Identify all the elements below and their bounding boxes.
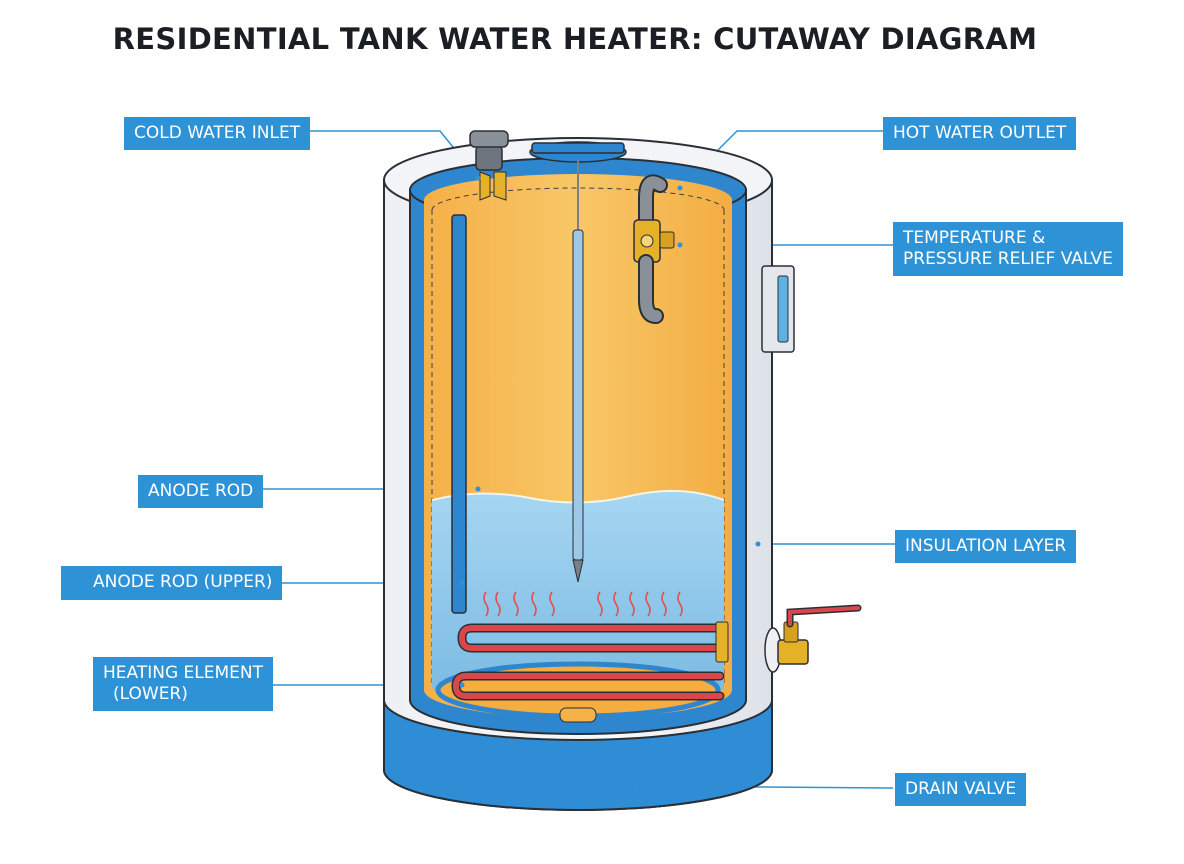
diagram-title: RESIDENTIAL TANK WATER HEATER: CUTAWAY D… [112,22,1038,56]
anode-rod [451,214,467,614]
base-ring [383,699,773,811]
heat-waves [483,591,683,617]
heating-element-lower [451,671,725,701]
valve-icon [764,604,862,673]
cold-water-inlet [469,130,509,201]
label-anode-rod: ANODE ROD [138,475,264,508]
label-hot-water-outlet: HOT WATER OUTLET [883,117,1077,150]
label-drain-valve: DRAIN VALVE [895,773,1027,806]
leader-dots [459,175,761,789]
label-anode-rod-upper: ANODE ROD (UPPER) [61,566,282,600]
element-mount [715,621,729,663]
label-tp-relief-valve: TEMPERATURE & PRESSURE RELIEF VALVE [893,222,1123,276]
label-cold-water-inlet: COLD WATER INLET [124,117,311,150]
label-insulation-layer: INSULATION LAYER [895,530,1077,563]
thermostat-probe [529,141,627,583]
control-panel-icon [761,265,795,353]
heating-element-upper [457,623,725,653]
hot-water-outlet [633,174,675,324]
drain-boss [559,707,597,723]
label-heating-element-lower: HEATING ELEMENT (LOWER) [93,657,273,711]
